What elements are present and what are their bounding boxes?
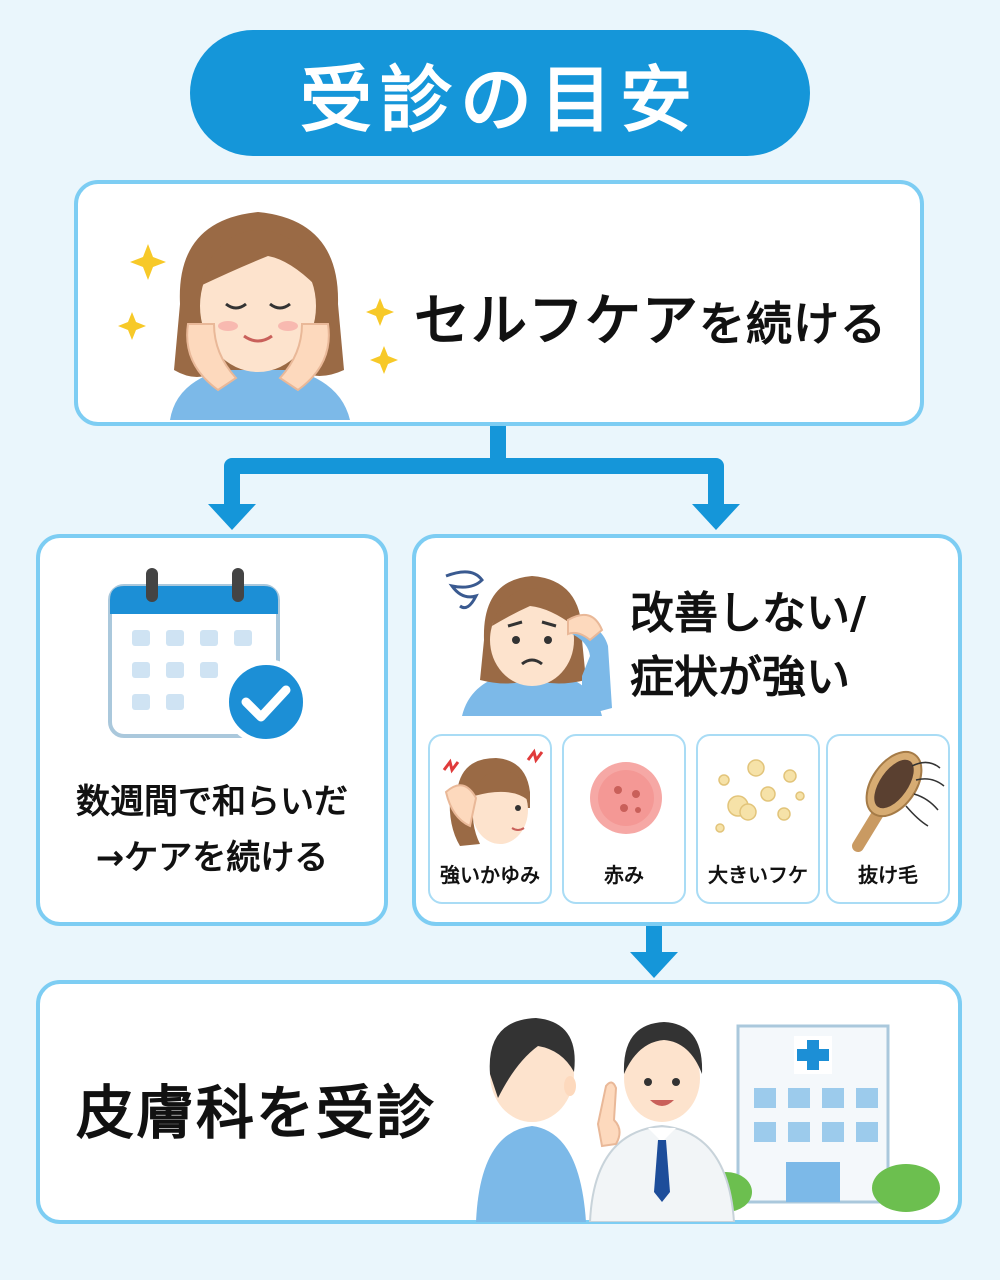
improved-line1: 数週間で和らいだ <box>76 782 348 822</box>
page-title: 受診の目安 <box>299 57 700 142</box>
selfcare-card: セルフケアを続ける <box>74 180 924 426</box>
selfcare-main: セルフケア <box>414 289 699 354</box>
improved-card: 数週間で和らいだ →ケアを続ける <box>36 534 388 926</box>
severe-line1: 改善しない/ <box>630 588 867 639</box>
symptom-label-dandruff: 大きいフケ <box>708 863 808 887</box>
improved-line2: →ケアを続ける <box>95 838 329 878</box>
hospital-icon <box>700 1024 940 1212</box>
symptom-label-redness: 赤み <box>604 863 644 887</box>
selfcare-label: セルフケアを続ける <box>414 276 887 357</box>
symptom-card-itch: 強いかゆみ <box>428 734 552 904</box>
symptom-label-hairloss: 抜け毛 <box>858 863 918 887</box>
arrow-left-head <box>208 504 256 530</box>
branch-connector <box>224 426 724 508</box>
itchy-scalp-icon <box>442 748 544 846</box>
redness-icon <box>590 762 662 834</box>
symptom-card-redness: 赤み <box>562 734 686 904</box>
calendar-check-icon <box>108 568 309 745</box>
hair-loss-brush-icon <box>852 750 945 852</box>
symptom-label-itch: 強いかゆみ <box>440 863 540 887</box>
patient-icon <box>476 1018 586 1222</box>
doctor-icon <box>588 1022 736 1222</box>
doctor-patient-hospital-icon <box>476 1018 940 1222</box>
dandruff-icon <box>715 759 805 833</box>
dermatology-label: 皮膚科を受診 <box>76 1079 437 1147</box>
dizzy-swirl-icon <box>445 570 484 610</box>
severe-line2: 症状が強い <box>630 652 850 703</box>
severe-card: 改善しない/ 症状が強い 強いかゆみ 赤み <box>412 534 962 926</box>
symptom-card-hairloss: 抜け毛 <box>826 734 950 904</box>
title-pill: 受診の目安 <box>190 30 810 156</box>
arrow-down-head <box>630 952 678 978</box>
severe-label: 改善しない/ 症状が強い <box>630 582 866 710</box>
dermatology-card: 皮膚科を受診 <box>36 980 962 1224</box>
improved-label: 数週間で和らいだ →ケアを続ける <box>40 774 384 886</box>
worried-woman-icon <box>445 570 612 716</box>
woman-relaxed-icon <box>118 212 398 420</box>
symptom-card-dandruff: 大きいフケ <box>696 734 820 904</box>
selfcare-rest: を続ける <box>699 297 887 351</box>
arrow-right-head <box>692 504 740 530</box>
